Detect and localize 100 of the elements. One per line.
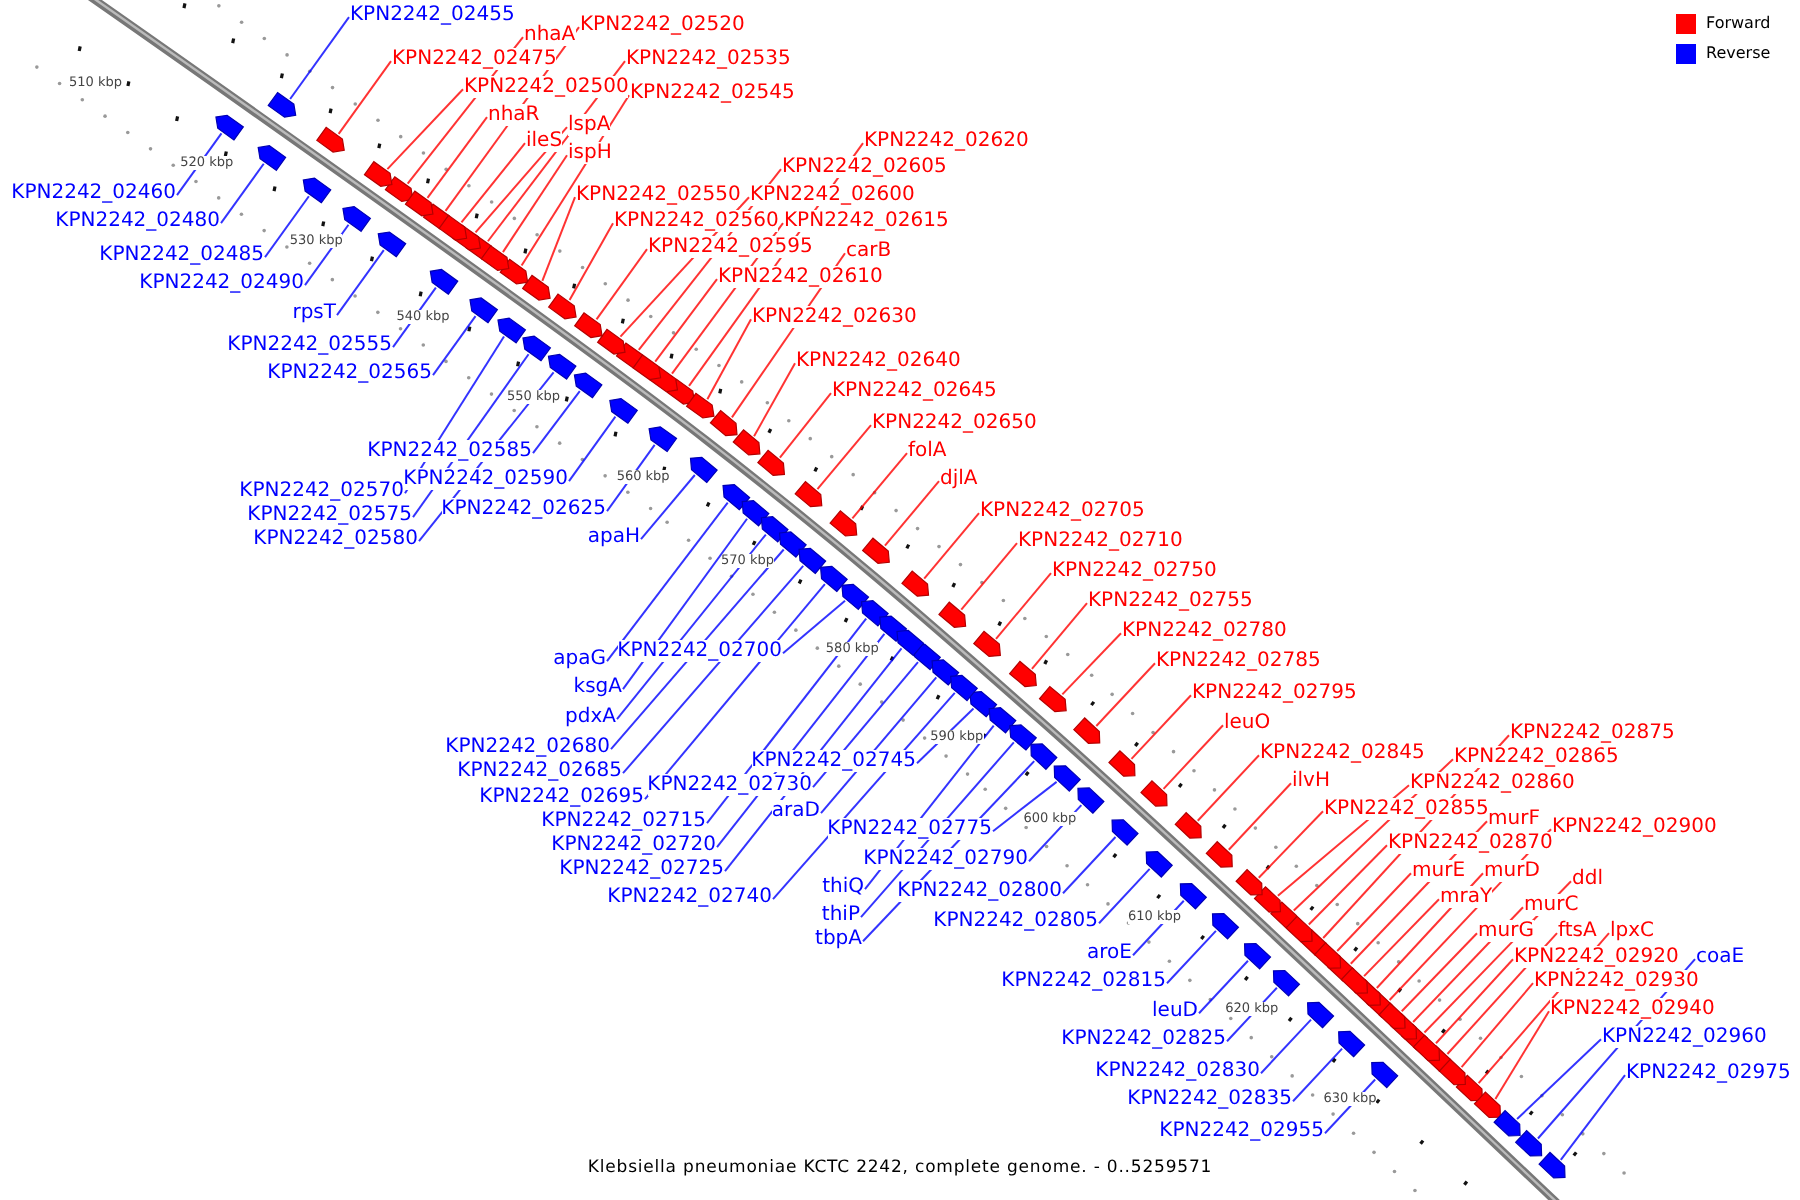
gene-block <box>1340 967 1368 994</box>
gene-label: murE <box>1412 860 1466 882</box>
gene-label: KPN2242_02650 <box>872 412 1037 434</box>
gene-block <box>499 258 529 285</box>
gene-label: KPN2242_02780 <box>1122 620 1287 642</box>
leader-line <box>1030 602 1088 670</box>
gene-block <box>741 500 770 527</box>
gene-block <box>1438 1058 1466 1086</box>
gene-label: KPN2242_02560 <box>614 210 779 232</box>
gene-label: KPN2242_02550 <box>576 184 741 206</box>
gene-block <box>609 397 639 425</box>
gene-label: KPN2242_02535 <box>626 48 791 70</box>
leader-line <box>1062 836 1117 895</box>
gene-block <box>215 114 245 141</box>
gene-block <box>841 583 870 611</box>
gene-block <box>722 484 751 511</box>
gene-label: ilvH <box>1292 770 1330 792</box>
gene-label: KPN2242_02785 <box>1156 650 1321 672</box>
gene-label: murC <box>1524 894 1579 916</box>
gene-block <box>861 537 890 564</box>
gene-label: KPN2242_02875 <box>1510 722 1675 744</box>
gene-label: KPN2242_02630 <box>752 306 917 328</box>
gene-label: lspA <box>568 114 611 136</box>
gene-label: KPN2242_02580 <box>253 528 418 550</box>
leader-line <box>1494 1010 1550 1100</box>
leader-line <box>622 517 749 691</box>
gene-label: KPN2242_02460 <box>11 182 176 204</box>
gene-block <box>547 293 577 320</box>
gene-block <box>469 297 499 324</box>
gene-block <box>429 268 459 295</box>
gene-label: KPN2242_02745 <box>751 750 916 772</box>
gene-label: KPN2242_02475 <box>392 48 557 70</box>
gene-label: KPN2242_02565 <box>267 362 432 384</box>
leader-line <box>595 248 648 321</box>
gene-block <box>732 428 761 456</box>
gene-label: ispH <box>568 142 612 164</box>
gene-block <box>315 126 345 153</box>
gene-label: KPN2242_02730 <box>647 774 812 796</box>
leader-line <box>1460 982 1534 1069</box>
gene-block <box>267 91 297 118</box>
gene-label: KPN2242_02930 <box>1534 970 1699 992</box>
gene-block <box>1205 840 1233 868</box>
gene-block <box>404 190 434 217</box>
gene-label: KPN2242_02750 <box>1052 560 1217 582</box>
gene-label: KPN2242_02710 <box>1018 530 1183 552</box>
gene-label: murF <box>1488 808 1540 830</box>
gene-block <box>632 354 662 381</box>
leader-line <box>610 548 785 751</box>
gene-label: ftsA <box>1558 920 1597 942</box>
leader-line <box>923 512 980 580</box>
gene-block <box>1030 743 1058 771</box>
gene-block <box>480 244 510 272</box>
gene-label: KPN2242_02755 <box>1088 590 1253 612</box>
gene-block <box>1145 851 1174 878</box>
caption: Klebsiella pneumoniae KCTC 2242, complete genome. - 0..5259571 <box>587 1158 1213 1180</box>
gene-label: murD <box>1484 860 1540 882</box>
leader-line <box>1095 662 1156 728</box>
gene-label: KPN2242_02620 <box>864 130 1029 152</box>
gene-label: rpsT <box>292 302 336 324</box>
gene-label: KPN2242_02610 <box>718 266 883 288</box>
gene-label: KPN2242_02805 <box>933 910 1098 932</box>
gene-block <box>819 565 848 593</box>
gene-block <box>384 175 414 203</box>
gene-label: KPN2242_02480 <box>55 210 220 232</box>
gene-block <box>756 449 786 477</box>
gene-label: KPN2242_02695 <box>479 786 644 808</box>
gene-block <box>1108 750 1136 777</box>
gene-label: KPN2242_02825 <box>1061 1028 1226 1050</box>
leader-line <box>1400 932 1478 1013</box>
gene-label: lpxC <box>1610 920 1655 942</box>
leader-line <box>995 572 1052 640</box>
leader-line <box>1196 754 1260 822</box>
gene-label: KPN2242_02865 <box>1454 746 1619 768</box>
gene-label: KPN2242_02900 <box>1552 816 1717 838</box>
gene-label: KPN2242_02725 <box>559 858 724 880</box>
gene-block <box>547 353 577 380</box>
gene-block <box>1179 882 1208 910</box>
gene-label: KPN2242_02555 <box>227 334 392 356</box>
leader-line <box>568 415 617 483</box>
gene-label: apaH <box>587 526 640 548</box>
gene-label: KPN2242_02500 <box>464 76 629 98</box>
gene-block <box>438 214 468 241</box>
gene-label: KPN2242_02795 <box>1192 682 1357 704</box>
gene-block <box>1338 1030 1366 1058</box>
gene-block <box>760 516 789 543</box>
gene-block <box>497 317 527 344</box>
gene-label: leuO <box>1224 712 1271 734</box>
gene-label: KPN2242_02960 <box>1602 1026 1767 1048</box>
gene-label: KPN2242_02715 <box>541 810 706 832</box>
gene-label: ksgA <box>573 676 622 698</box>
leader-line <box>432 315 477 377</box>
gene-block <box>1053 765 1082 792</box>
gene-label: KPN2242_02615 <box>784 210 949 232</box>
leader-line <box>1130 694 1192 760</box>
gene-block <box>1285 915 1313 943</box>
gene-label: KPN2242_02740 <box>607 886 772 908</box>
gene-block <box>1371 1061 1399 1089</box>
gene-label: KPN2242_02640 <box>796 350 961 372</box>
gene-label: KPN2242_02685 <box>457 760 622 782</box>
leader-line <box>1435 958 1514 1045</box>
